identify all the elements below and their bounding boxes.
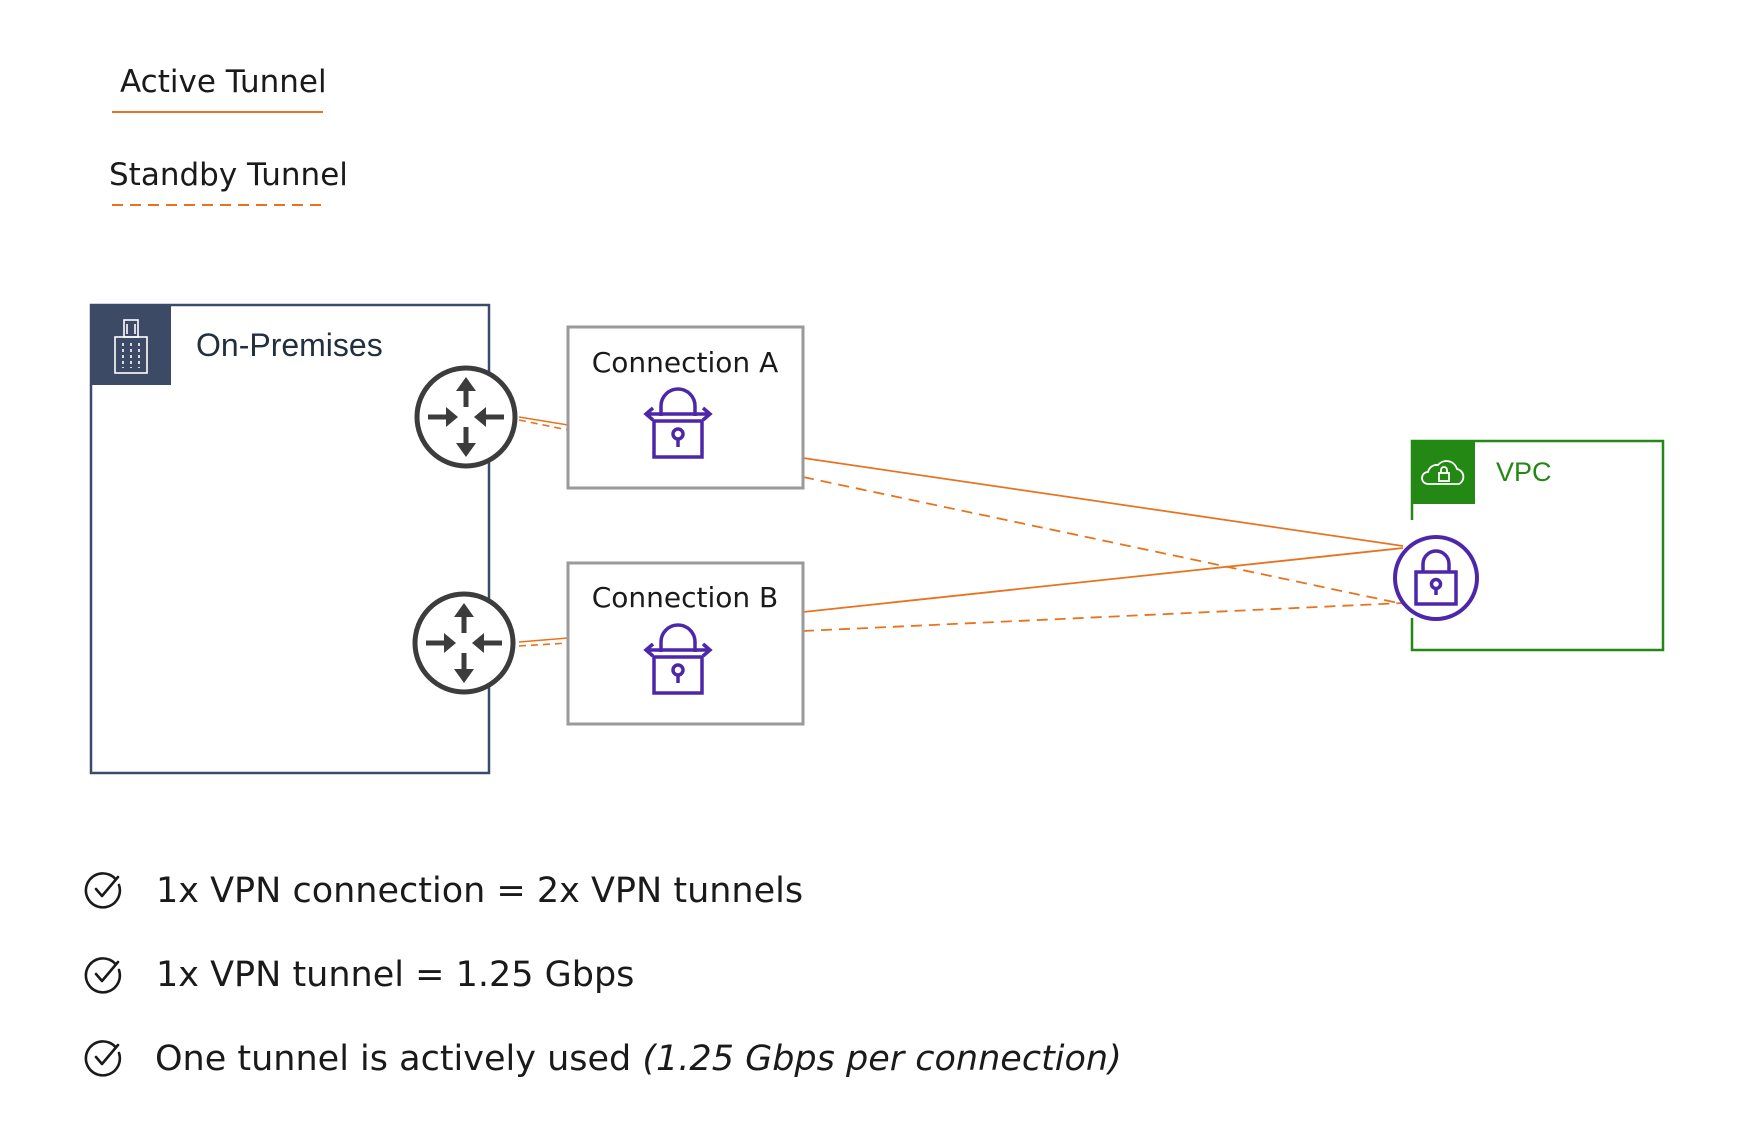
legend: Active Tunnel Standby Tunnel	[109, 64, 348, 206]
router-a[interactable]	[414, 365, 518, 469]
router-icon	[428, 377, 504, 457]
vpc-label: VPC	[1496, 457, 1552, 487]
building-icon	[114, 319, 148, 374]
vpn-connection-icon	[643, 623, 713, 695]
notes-list: 1x VPN connection = 2x VPN tunnels 1x VP…	[84, 871, 1122, 1079]
on-premises-group: On-Premises	[89, 303, 491, 775]
check-circle-icon	[84, 1040, 122, 1077]
router-a-active-link	[518, 416, 569, 426]
on-premises-label: On-Premises	[196, 327, 383, 363]
connection-a[interactable]: Connection A	[566, 325, 805, 490]
connection-b-box	[566, 561, 805, 726]
vpn-gateway[interactable]	[1393, 535, 1479, 621]
connection-a-active-tunnel	[802, 457, 1404, 547]
cloud-lock-icon	[1421, 460, 1465, 485]
router-a-circle	[414, 365, 518, 469]
vpn-connection-icon	[643, 387, 713, 459]
note-text: 1x VPN tunnel = 1.25 Gbps	[156, 955, 634, 995]
router-b[interactable]	[412, 591, 516, 695]
vpc-group: VPC	[1410, 439, 1665, 652]
note-text: One tunnel is actively used (1.25 Gbps p…	[155, 1039, 1122, 1079]
note-item: 1x VPN tunnel = 1.25 Gbps	[84, 955, 634, 995]
on-premises-border	[89, 303, 491, 775]
connection-a-box	[566, 325, 805, 490]
router-b-circle	[412, 591, 516, 695]
connection-b[interactable]: Connection B	[566, 561, 805, 726]
note-item: 1x VPN connection = 2x VPN tunnels	[84, 871, 803, 911]
connection-b-standby-tunnel	[802, 602, 1404, 632]
legend-active-label: Active Tunnel	[120, 64, 327, 100]
check-circle-icon	[84, 872, 122, 909]
connection-b-label: Connection B	[592, 581, 779, 614]
connection-a-standby-tunnel	[802, 476, 1404, 605]
connection-b-active-tunnel	[802, 547, 1404, 613]
note-text: 1x VPN connection = 2x VPN tunnels	[156, 871, 803, 911]
legend-standby-label: Standby Tunnel	[109, 157, 348, 193]
router-b-active-link	[518, 637, 569, 643]
router-b-standby-link	[518, 642, 569, 647]
vpn-gateway-lock-icon	[1414, 549, 1458, 606]
tunnels	[518, 416, 1404, 647]
router-icon	[426, 603, 502, 683]
note-item: One tunnel is actively used (1.25 Gbps p…	[84, 1039, 1122, 1079]
check-circle-icon	[84, 957, 122, 994]
router-a-standby-link	[518, 419, 569, 431]
connection-a-label: Connection A	[592, 346, 778, 379]
